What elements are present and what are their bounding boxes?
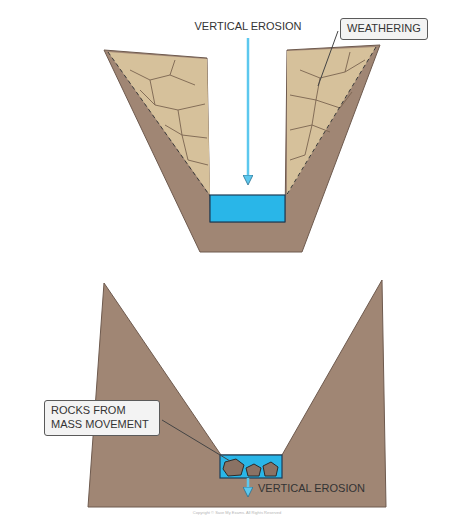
river-water [220, 455, 282, 478]
rocks [223, 459, 278, 476]
crack [140, 90, 155, 105]
leader-line [318, 31, 338, 86]
crack [290, 95, 316, 100]
river-water [210, 195, 285, 222]
leader-line [162, 420, 230, 461]
crack [316, 78, 352, 108]
original-slope-line [286, 47, 376, 196]
rock [223, 459, 244, 476]
original-slope-line [108, 52, 210, 196]
valley-rock [88, 280, 386, 507]
crack [170, 60, 175, 75]
crack [345, 52, 350, 72]
crack [165, 125, 208, 165]
callout-box: WEATHERING [340, 18, 428, 40]
rock [263, 462, 278, 476]
crack [290, 125, 312, 160]
crack [178, 110, 207, 138]
callout-box: ROCKS FROM MASS MOVEMENT [44, 400, 160, 436]
callout-text: WEATHERING [347, 22, 421, 36]
crack [290, 125, 312, 130]
erosion-arrow [247, 38, 250, 180]
process-label: VERTICAL EROSION [195, 20, 302, 32]
erosion-arrow [247, 478, 250, 492]
rock [246, 464, 261, 476]
crack [150, 80, 205, 110]
weathered-rock [108, 52, 210, 195]
weathered-rock [287, 47, 376, 195]
crack [130, 70, 195, 85]
watermark: Copyright © Save My Exams. All Rights Re… [193, 510, 281, 515]
callout-text: ROCKS FROM MASS MOVEMENT [51, 404, 153, 432]
crack [300, 60, 365, 78]
process-label: VERTICAL EROSION [258, 482, 365, 494]
valley-rock [104, 45, 380, 252]
